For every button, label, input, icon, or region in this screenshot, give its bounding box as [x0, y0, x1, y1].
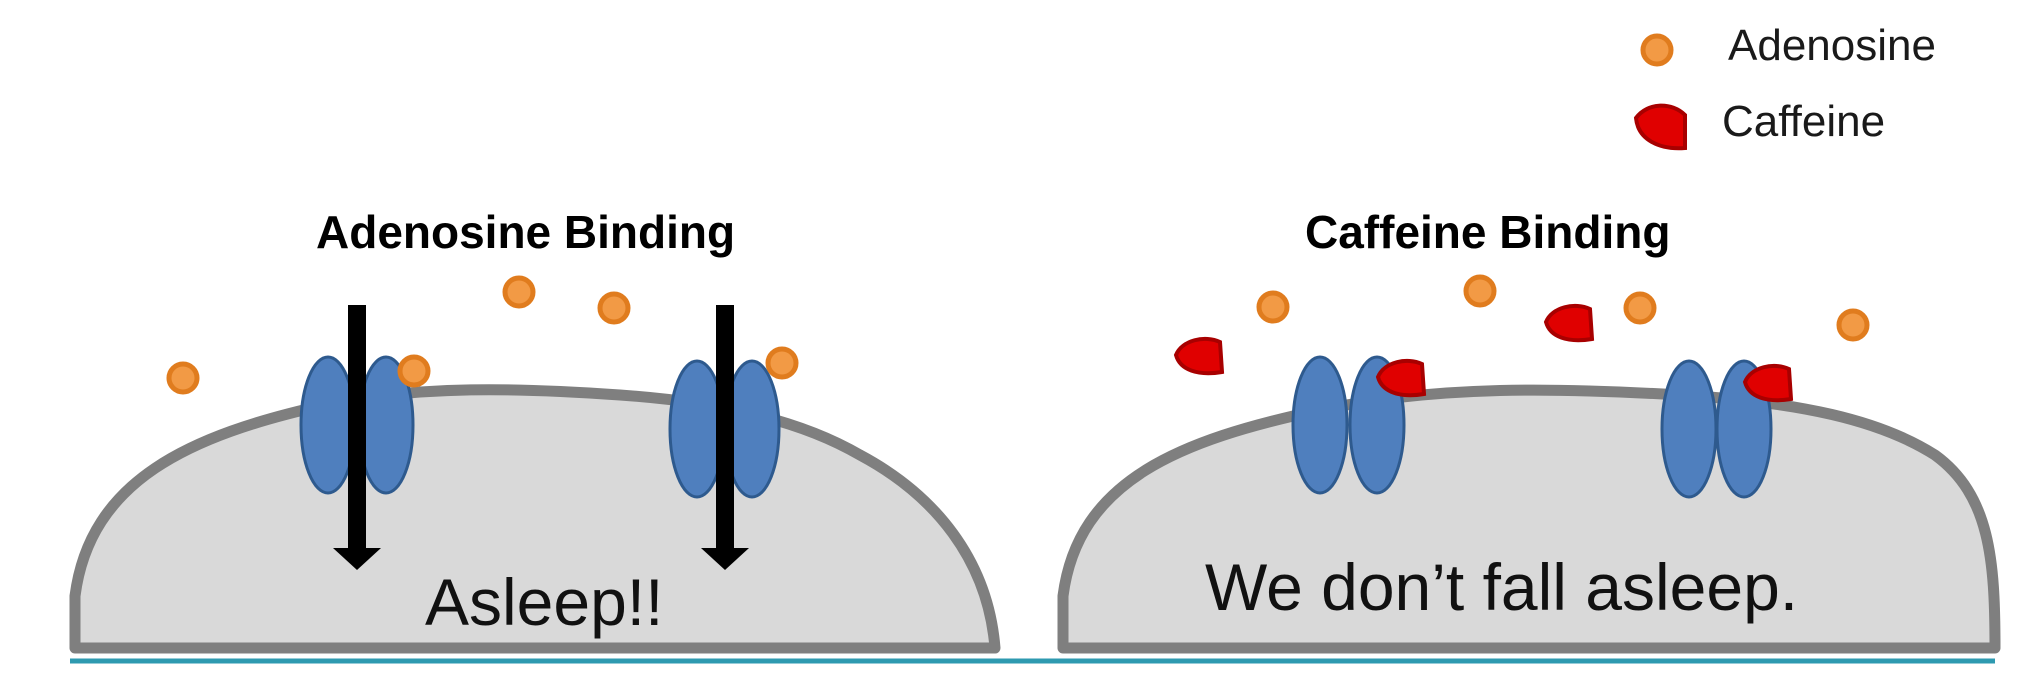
cell-caption-asleep: Asleep!! — [425, 565, 663, 639]
cell-caption-awake: We don’t fall asleep. — [1205, 550, 1798, 624]
legend: Adenosine Caffeine — [1633, 21, 1936, 151]
signal-arrow-head — [701, 548, 749, 570]
adenosine-molecule-bound — [765, 346, 799, 380]
adenosine-molecule — [597, 291, 631, 325]
adenosine-molecule — [502, 275, 536, 309]
receptor-subunit — [668, 359, 726, 499]
caffeine-molecule-bound — [1375, 358, 1427, 398]
receptor-left-1 — [299, 355, 415, 495]
signal-arrow-shaft — [348, 305, 366, 550]
receptor-left-2 — [668, 359, 781, 499]
legend-caffeine-marker — [1633, 103, 1687, 151]
legend-label-caffeine: Caffeine — [1722, 97, 1885, 146]
adenosine-molecule-bound — [397, 354, 431, 388]
receptor-subunit — [299, 355, 357, 495]
panel-adenosine-binding: Adenosine Binding Asleep!! — [69, 206, 1001, 654]
adenosine-molecule — [1836, 308, 1870, 342]
signal-arrow — [333, 305, 381, 570]
signal-arrow-head — [333, 548, 381, 570]
receptor-subunit — [1660, 359, 1718, 499]
adenosine-molecule — [166, 361, 200, 395]
adenosine-molecule — [1623, 291, 1657, 325]
panel-title-caffeine-binding: Caffeine Binding — [1305, 206, 1670, 258]
signal-arrow — [701, 305, 749, 570]
legend-adenosine-marker — [1640, 33, 1674, 67]
signal-arrow-shaft — [716, 305, 734, 550]
caffeine-molecule — [1543, 303, 1595, 343]
legend-label-adenosine: Adenosine — [1728, 21, 1936, 70]
panel-caffeine-binding: Caffeine Binding We don’t fall asleep. — [1057, 206, 2001, 654]
adenosine-molecule — [1256, 290, 1290, 324]
receptor-subunit — [1291, 355, 1349, 495]
caffeine-molecule — [1173, 336, 1225, 376]
caffeine-molecule-bound — [1742, 363, 1794, 403]
adenosine-molecule — [1463, 274, 1497, 308]
panel-title-adenosine-binding: Adenosine Binding — [316, 206, 735, 258]
